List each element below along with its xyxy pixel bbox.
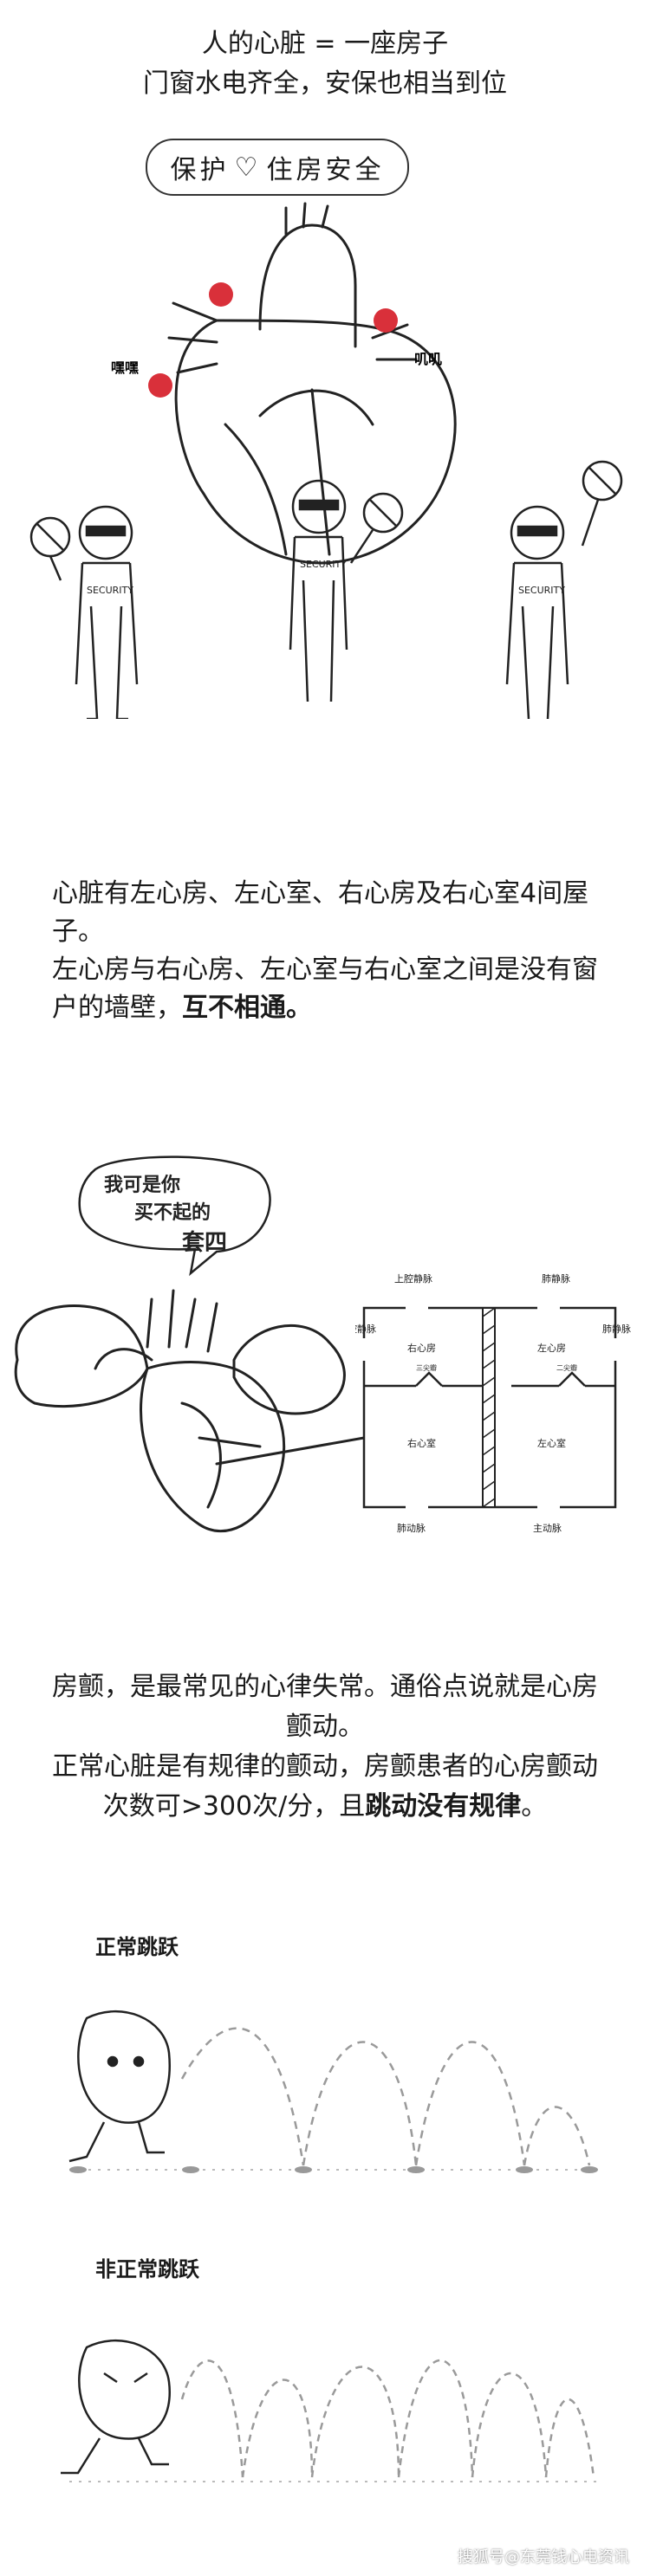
aortic-branches [284, 202, 329, 236]
muscle-heart-lines [180, 1401, 262, 1509]
cell-left-text: 嘿嘿 [111, 359, 139, 376]
para2-text-b: 正常心脏是有规律的颤动，房颤患者的心房颤动次数可>300次/分，且 [52, 1751, 598, 1822]
label-tricuspid: 三尖瓣 [416, 1363, 437, 1372]
guard-center [289, 479, 404, 702]
left-arm-detail [94, 1348, 153, 1370]
para1-line-b: 左心房与右心房、左心室与右心室之间是没有窗户的墙壁，互不相通。 [52, 951, 607, 1027]
running-heart [77, 2010, 171, 2124]
left-bicep [14, 1304, 149, 1408]
label-left-ventricle: 左心室 [537, 1437, 566, 1449]
label-mitral: 二尖瓣 [556, 1363, 577, 1372]
paragraph-afib: 房颤，是最常见的心律失常。通俗点说就是心房颤动。 正常心脏是有规律的颤动，房颤患… [52, 1667, 598, 1827]
para1-bold: 互不相通。 [182, 993, 312, 1023]
label-inferior-vena: 下腔静脉 [355, 1323, 376, 1335]
intro-line-2: 门窗水电齐全，安保也相当到位 [143, 68, 507, 99]
para1-line-a: 心脏有左心房、左心室、右心房及右心室4间屋子。 [52, 878, 589, 947]
para2-line-a: 房颤，是最常见的心律失常。通俗点说就是心房颤动。 [52, 1672, 598, 1742]
heart-floorplan: 上腔静脉 肺静脉 下腔静脉 肺静脉 右心房 左心房 三尖瓣 二尖瓣 右心室 左心… [355, 1272, 631, 1534]
running-heart-abnormal [78, 2339, 171, 2440]
guard-right-shirt: SECURITY [518, 585, 565, 596]
watermark: 搜狐号@东莞钱心电资讯 [458, 2548, 629, 2566]
guard-center-shirt: SECURITY [300, 559, 347, 570]
intro-line-1: 人的心脏 = 一座房子 [201, 29, 449, 59]
label-pulmonary-artery: 肺动脉 [397, 1522, 426, 1534]
muscular-heart-illustration [14, 1289, 364, 1533]
pointer-line [215, 1436, 364, 1466]
speech-line-1: 我可是你 [104, 1174, 181, 1196]
aorta-outline [258, 223, 357, 348]
abnormal-jump-illustration [61, 2339, 598, 2482]
speech-line-2: 买不起的 [134, 1201, 211, 1224]
right-bicep [232, 1324, 346, 1415]
intro-text: 人的心脏 = 一座房子 门窗水电齐全，安保也相当到位 [0, 24, 650, 104]
heart-chambers-lines [224, 388, 374, 556]
guard-left [29, 505, 139, 719]
label-right-atrium: 右心房 [407, 1342, 436, 1354]
heart-icon: ♡ [234, 152, 262, 183]
protect-banner: 保护 ♡ 住房安全 [146, 139, 409, 196]
label-aorta: 主动脉 [533, 1522, 562, 1534]
banner-left-text: 保护 [170, 155, 230, 185]
para2-end: 。 [521, 1791, 548, 1822]
guard-left-shirt: SECURITY [87, 585, 133, 596]
para2-line-b: 正常心脏是有规律的颤动，房颤患者的心房颤动次数可>300次/分，且跳动没有规律。 [52, 1747, 598, 1827]
running-legs-abnormal [61, 2437, 169, 2475]
valves [415, 1371, 586, 1387]
guard-right [505, 460, 623, 719]
normal-jump-illustration [68, 2010, 598, 2173]
banner-right-text: 住房安全 [266, 155, 385, 185]
normal-footprints [69, 2166, 598, 2173]
septum-hatch [482, 1307, 496, 1508]
speech-bubble [78, 1155, 271, 1277]
muscle-heart-body [140, 1361, 286, 1533]
label-superior-vena: 上腔静脉 [394, 1272, 432, 1285]
label-left-atrium: 左心房 [537, 1343, 566, 1354]
heart-body [174, 319, 457, 565]
red-cell-left [148, 373, 172, 398]
normal-jump-arcs [180, 2027, 591, 2166]
red-cell-top [209, 282, 233, 307]
vessels-top [146, 1289, 218, 1353]
para1-text-b: 左心房与右心房、左心室与右心室之间是没有窗户的墙壁， [52, 955, 598, 1023]
label-right-ventricle: 右心室 [407, 1437, 436, 1449]
paragraph-chambers: 心脏有左心房、左心室、右心房及右心室4间屋子。 左心房与右心房、左心室与右心室之… [52, 875, 607, 1027]
label-pulmonary-vein-right: 肺静脉 [602, 1323, 631, 1335]
abnormal-jump-arcs [180, 2359, 595, 2478]
running-legs [68, 2121, 165, 2163]
angry-brows [103, 2372, 148, 2384]
abnormal-jump-title: 非正常跳跃 [95, 2257, 199, 2282]
label-pulmonary-vein-top: 肺静脉 [542, 1272, 570, 1285]
normal-jump-title: 正常跳跃 [95, 1935, 179, 1959]
cell-right-text: 叽叽 [414, 351, 442, 367]
speech-line-3: 套四 [182, 1230, 228, 1256]
heart-guards-illustration: 嘿嘿 叽叽 SECURITY SECURITY SECURITY [29, 202, 623, 719]
para2-bold: 跳动没有规律 [365, 1791, 522, 1822]
red-cell-right [374, 308, 398, 333]
